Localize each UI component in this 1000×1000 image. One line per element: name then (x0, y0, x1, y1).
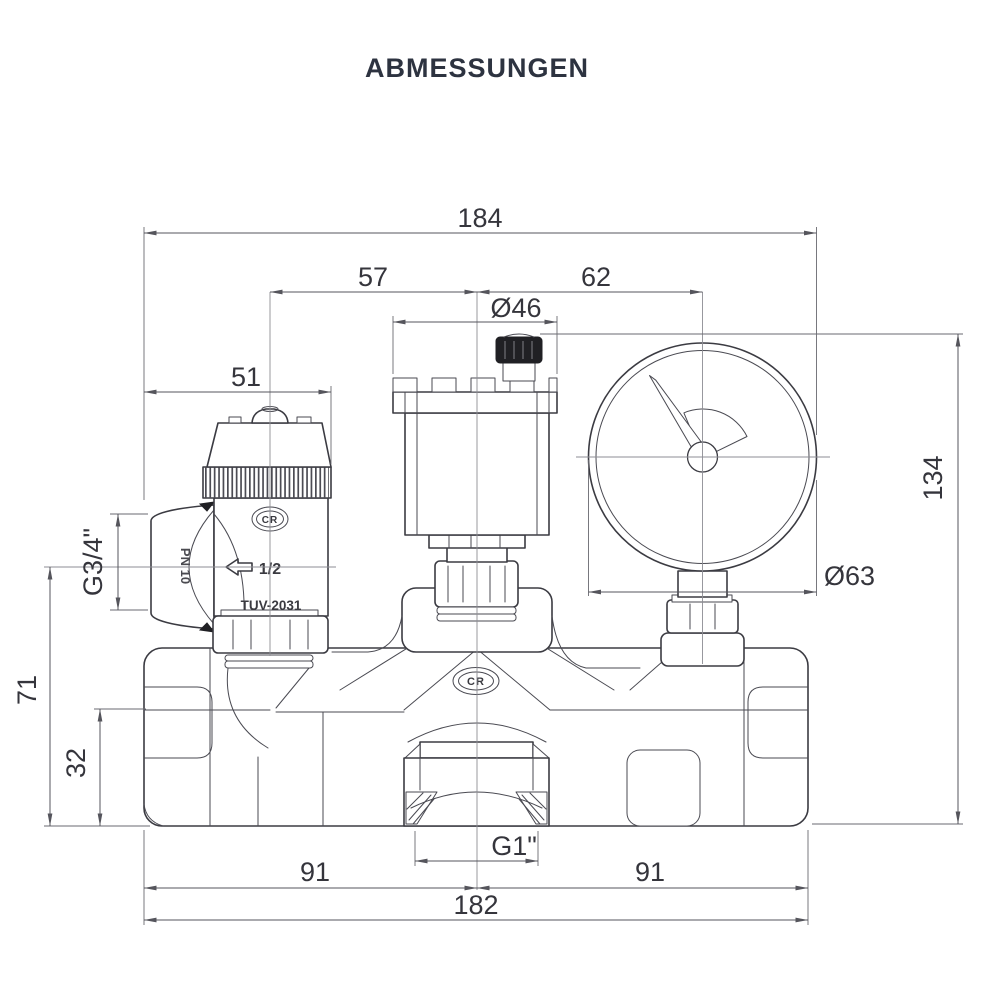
approval-marking: TUV-2031 (241, 598, 302, 613)
air-vent-valve (331, 333, 641, 669)
dim-label-side-port-thread: G3/4" (78, 528, 108, 596)
page-title: ABMESSUNGEN (365, 53, 589, 83)
dim-label-vent-to-gauge: 62 (581, 262, 611, 292)
dim-label-end-to-end-width: 182 (453, 890, 498, 920)
dim-label-gauge-diameter: Ø63 (824, 561, 875, 591)
right-union-detail (747, 686, 808, 759)
dim-label-right-half-span: 91 (635, 857, 665, 887)
valve-cap (206, 422, 332, 468)
dim-label-lower-body-height: 32 (61, 748, 91, 778)
vent-nipple-collar (502, 360, 536, 382)
cap-castellation (392, 377, 418, 393)
bottom-union-nut (403, 722, 550, 827)
valve-joint-band (224, 654, 314, 662)
dim-label-vent-cap-diameter: Ø46 (490, 293, 541, 323)
dimension-lines (44, 227, 963, 925)
dim-label-port-center-height: 71 (12, 675, 42, 705)
vent-cap-ring (392, 391, 558, 414)
dim-label-left-half-span: 91 (300, 857, 330, 887)
dim-label-total-width: 184 (457, 203, 502, 233)
body-brand-logo: CR (452, 667, 500, 695)
valve-logo-text: CR (262, 515, 278, 526)
centerlines (44, 292, 830, 890)
right-boss (626, 749, 701, 827)
dim-label-relief-valve-width: 51 (231, 362, 261, 392)
thread-hatch-left (405, 791, 438, 825)
body-logo-text: CR (467, 676, 485, 688)
dim-label-overall-height: 134 (918, 455, 948, 500)
dim-label-relief-to-vent: 57 (358, 262, 388, 292)
pressure-rating-marking: PN 10 (178, 548, 193, 584)
left-union-detail (144, 686, 213, 759)
vent-nipple-cap (495, 336, 543, 364)
dimension-labels: 184 57 62 Ø46 51 G3/4" 71 32 91 91 182 G… (12, 203, 948, 920)
relief-valve: CR 1/2 TUV-2031 PN 10 (150, 406, 332, 654)
gauge-scale-sector (683, 408, 748, 452)
dim-label-bottom-port-thread: G1" (491, 831, 537, 861)
thread-hatch-right (515, 791, 548, 825)
vent-hex-nut (434, 560, 519, 608)
manifold-body: CR (143, 623, 809, 827)
valve-hex-nut (212, 615, 329, 654)
